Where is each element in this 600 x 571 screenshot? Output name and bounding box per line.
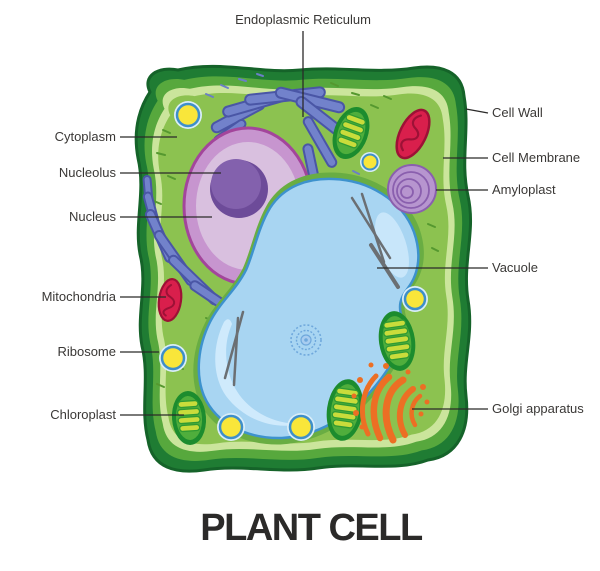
chloroplast-right bbox=[378, 311, 416, 371]
label-mitochondria: Mitochondria bbox=[42, 289, 117, 304]
ribosome-dot bbox=[287, 413, 315, 441]
vacuole-ring-body bbox=[290, 324, 322, 356]
label-ribosome: Ribosome bbox=[57, 344, 116, 359]
amyloplast bbox=[387, 164, 437, 214]
label-golgi-apparatus: Golgi apparatus bbox=[492, 401, 584, 416]
ribosome-dot bbox=[217, 413, 245, 441]
leader-cell-wall bbox=[465, 108, 489, 114]
page-title: PLANT CELL bbox=[200, 507, 423, 549]
label-endoplasmic-reticulum: Endoplasmic Reticulum bbox=[235, 12, 371, 27]
vacuole-highlight bbox=[215, 319, 300, 426]
golgi-apparatus bbox=[351, 362, 430, 444]
leader-lines bbox=[120, 31, 489, 416]
mitochondria-top-right bbox=[395, 108, 431, 160]
label-cell-membrane: Cell Membrane bbox=[492, 150, 580, 165]
label-cell-wall: Cell Wall bbox=[492, 105, 543, 120]
label-chloroplast: Chloroplast bbox=[50, 407, 116, 422]
label-vacuole: Vacuole bbox=[492, 260, 538, 275]
vacuole-highlight-top bbox=[375, 212, 409, 278]
labels: Endoplasmic Reticulum Cytoplasm Nucleolu… bbox=[42, 12, 585, 422]
ribosome-dot bbox=[402, 286, 428, 312]
mitochondria-left bbox=[157, 278, 183, 322]
ribosome-dot bbox=[159, 344, 187, 372]
chloroplast-left bbox=[171, 391, 207, 445]
label-cytoplasm: Cytoplasm bbox=[55, 129, 116, 144]
crystal-needles bbox=[223, 192, 400, 387]
ribosomes bbox=[159, 101, 428, 441]
nucleolus bbox=[210, 159, 268, 218]
chloroplast-top bbox=[332, 106, 370, 160]
label-amyloplast: Amyloplast bbox=[492, 182, 556, 197]
label-nucleolus: Nucleolus bbox=[59, 165, 117, 180]
ribosome-dot bbox=[360, 152, 380, 172]
label-nucleus: Nucleus bbox=[69, 209, 116, 224]
vacuole bbox=[193, 172, 424, 445]
chloroplast-bottom bbox=[326, 379, 364, 441]
ribosome-dot bbox=[174, 101, 202, 129]
